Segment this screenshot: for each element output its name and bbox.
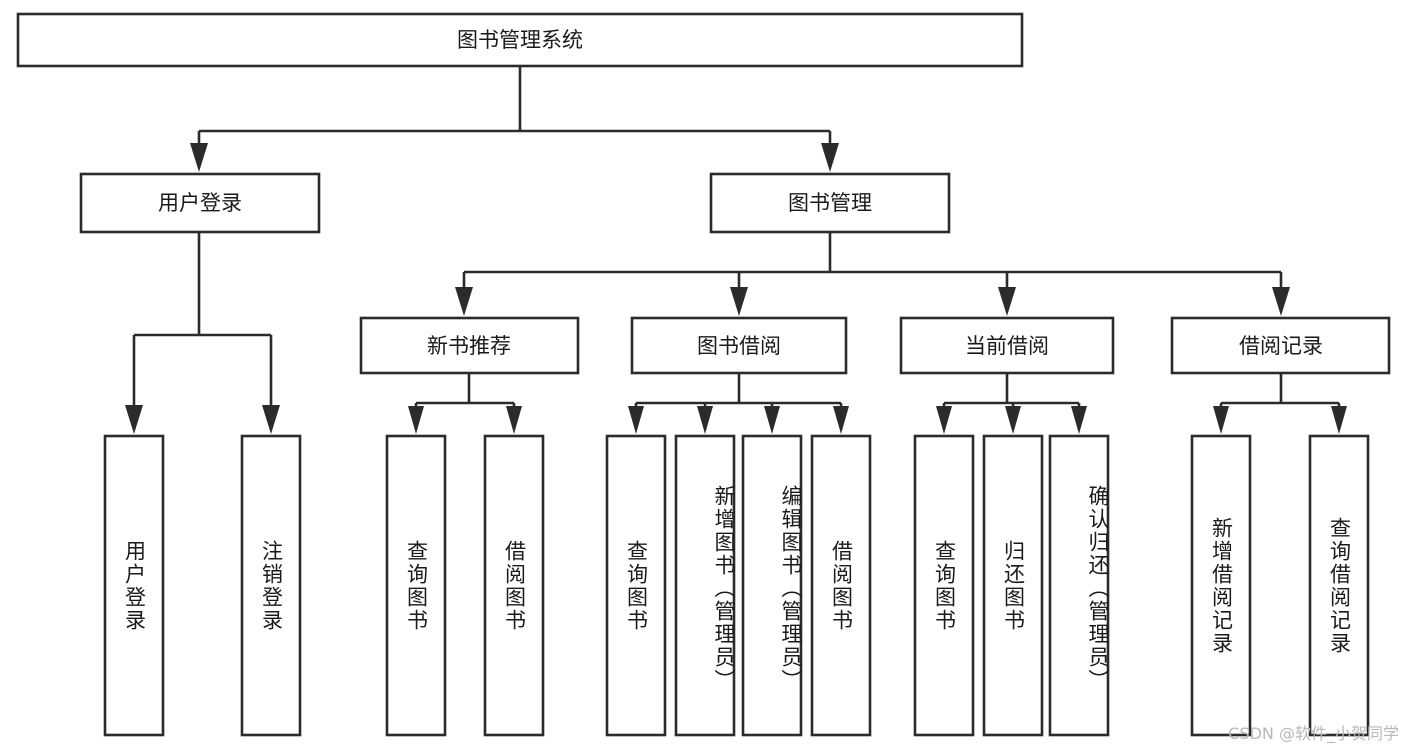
node-root-label: 图书管理系统 xyxy=(457,28,583,52)
node-login[interactable]: 用户登录 xyxy=(79,172,321,234)
arrowhead-leaf6 xyxy=(697,406,713,434)
arrowhead-leaf7 xyxy=(764,406,780,434)
node-newbook-label: 新书推荐 xyxy=(427,334,511,358)
node-current[interactable]: 当前借阅 xyxy=(899,316,1115,375)
node-records[interactable]: 借阅记录 xyxy=(1170,316,1391,375)
arrowhead-login xyxy=(190,143,208,172)
arrowhead-leaf2 xyxy=(262,405,280,434)
node-current-box[interactable] xyxy=(899,316,1115,375)
node-borrow-label: 图书借阅 xyxy=(697,334,781,358)
leaf-boxes xyxy=(103,434,1370,737)
arrowhead-bookmgmt xyxy=(821,143,839,172)
arrowhead-leaf8 xyxy=(833,406,849,434)
node-bookmgmt[interactable]: 图书管理 xyxy=(709,172,951,234)
node-borrow[interactable]: 图书借阅 xyxy=(630,316,848,375)
node-newbook[interactable]: 新书推荐 xyxy=(359,316,580,375)
node-current-label: 当前借阅 xyxy=(965,334,1049,358)
node-borrow-box[interactable] xyxy=(630,316,848,375)
node-leaf2-box[interactable] xyxy=(240,434,302,737)
node-root-box[interactable] xyxy=(16,12,1024,68)
csdn-watermark: CSDN @软件_小贺同学 xyxy=(1228,724,1399,743)
arrowhead-leaf4 xyxy=(506,406,522,434)
node-leaf6-box[interactable] xyxy=(674,434,736,737)
arrowhead-leaf10 xyxy=(1005,406,1021,434)
node-records-label: 借阅记录 xyxy=(1239,334,1323,358)
node-bookmgmt-label: 图书管理 xyxy=(788,191,872,215)
arrowhead-leaf5 xyxy=(628,406,644,434)
node-root[interactable]: 图书管理系统 xyxy=(16,12,1024,68)
arrowhead-records xyxy=(1272,287,1290,316)
node-leaf10-box[interactable] xyxy=(982,434,1044,737)
node-leaf9-box[interactable] xyxy=(913,434,975,737)
arrowhead-leaf1 xyxy=(125,405,143,434)
node-leaf1-box[interactable] xyxy=(103,434,165,737)
node-leaf4-box[interactable] xyxy=(483,434,545,737)
node-bookmgmt-box[interactable] xyxy=(709,172,951,234)
node-leaf13-box[interactable] xyxy=(1308,434,1370,737)
arrowhead-leaf3 xyxy=(408,406,424,434)
node-leaf7-box[interactable] xyxy=(741,434,803,737)
node-leaf12-box[interactable] xyxy=(1190,434,1252,737)
arrowhead-borrow xyxy=(730,287,748,316)
arrowhead-leaf9 xyxy=(936,406,952,434)
node-leaf3-box[interactable] xyxy=(385,434,447,737)
node-leaf8-box[interactable] xyxy=(810,434,872,737)
arrowhead-leaf13 xyxy=(1331,406,1347,434)
node-records-box[interactable] xyxy=(1170,316,1391,375)
arrowhead-current xyxy=(998,287,1016,316)
arrowhead-newbook xyxy=(455,287,473,316)
node-leaf5-box[interactable] xyxy=(605,434,667,737)
arrowhead-leaf12 xyxy=(1213,406,1229,434)
node-login-box[interactable] xyxy=(79,172,321,234)
arrowhead-leaf11 xyxy=(1071,406,1087,434)
connector-layer xyxy=(125,66,1347,434)
node-leaf11-box[interactable] xyxy=(1048,434,1110,737)
node-login-label: 用户登录 xyxy=(158,191,242,215)
node-newbook-box[interactable] xyxy=(359,316,580,375)
